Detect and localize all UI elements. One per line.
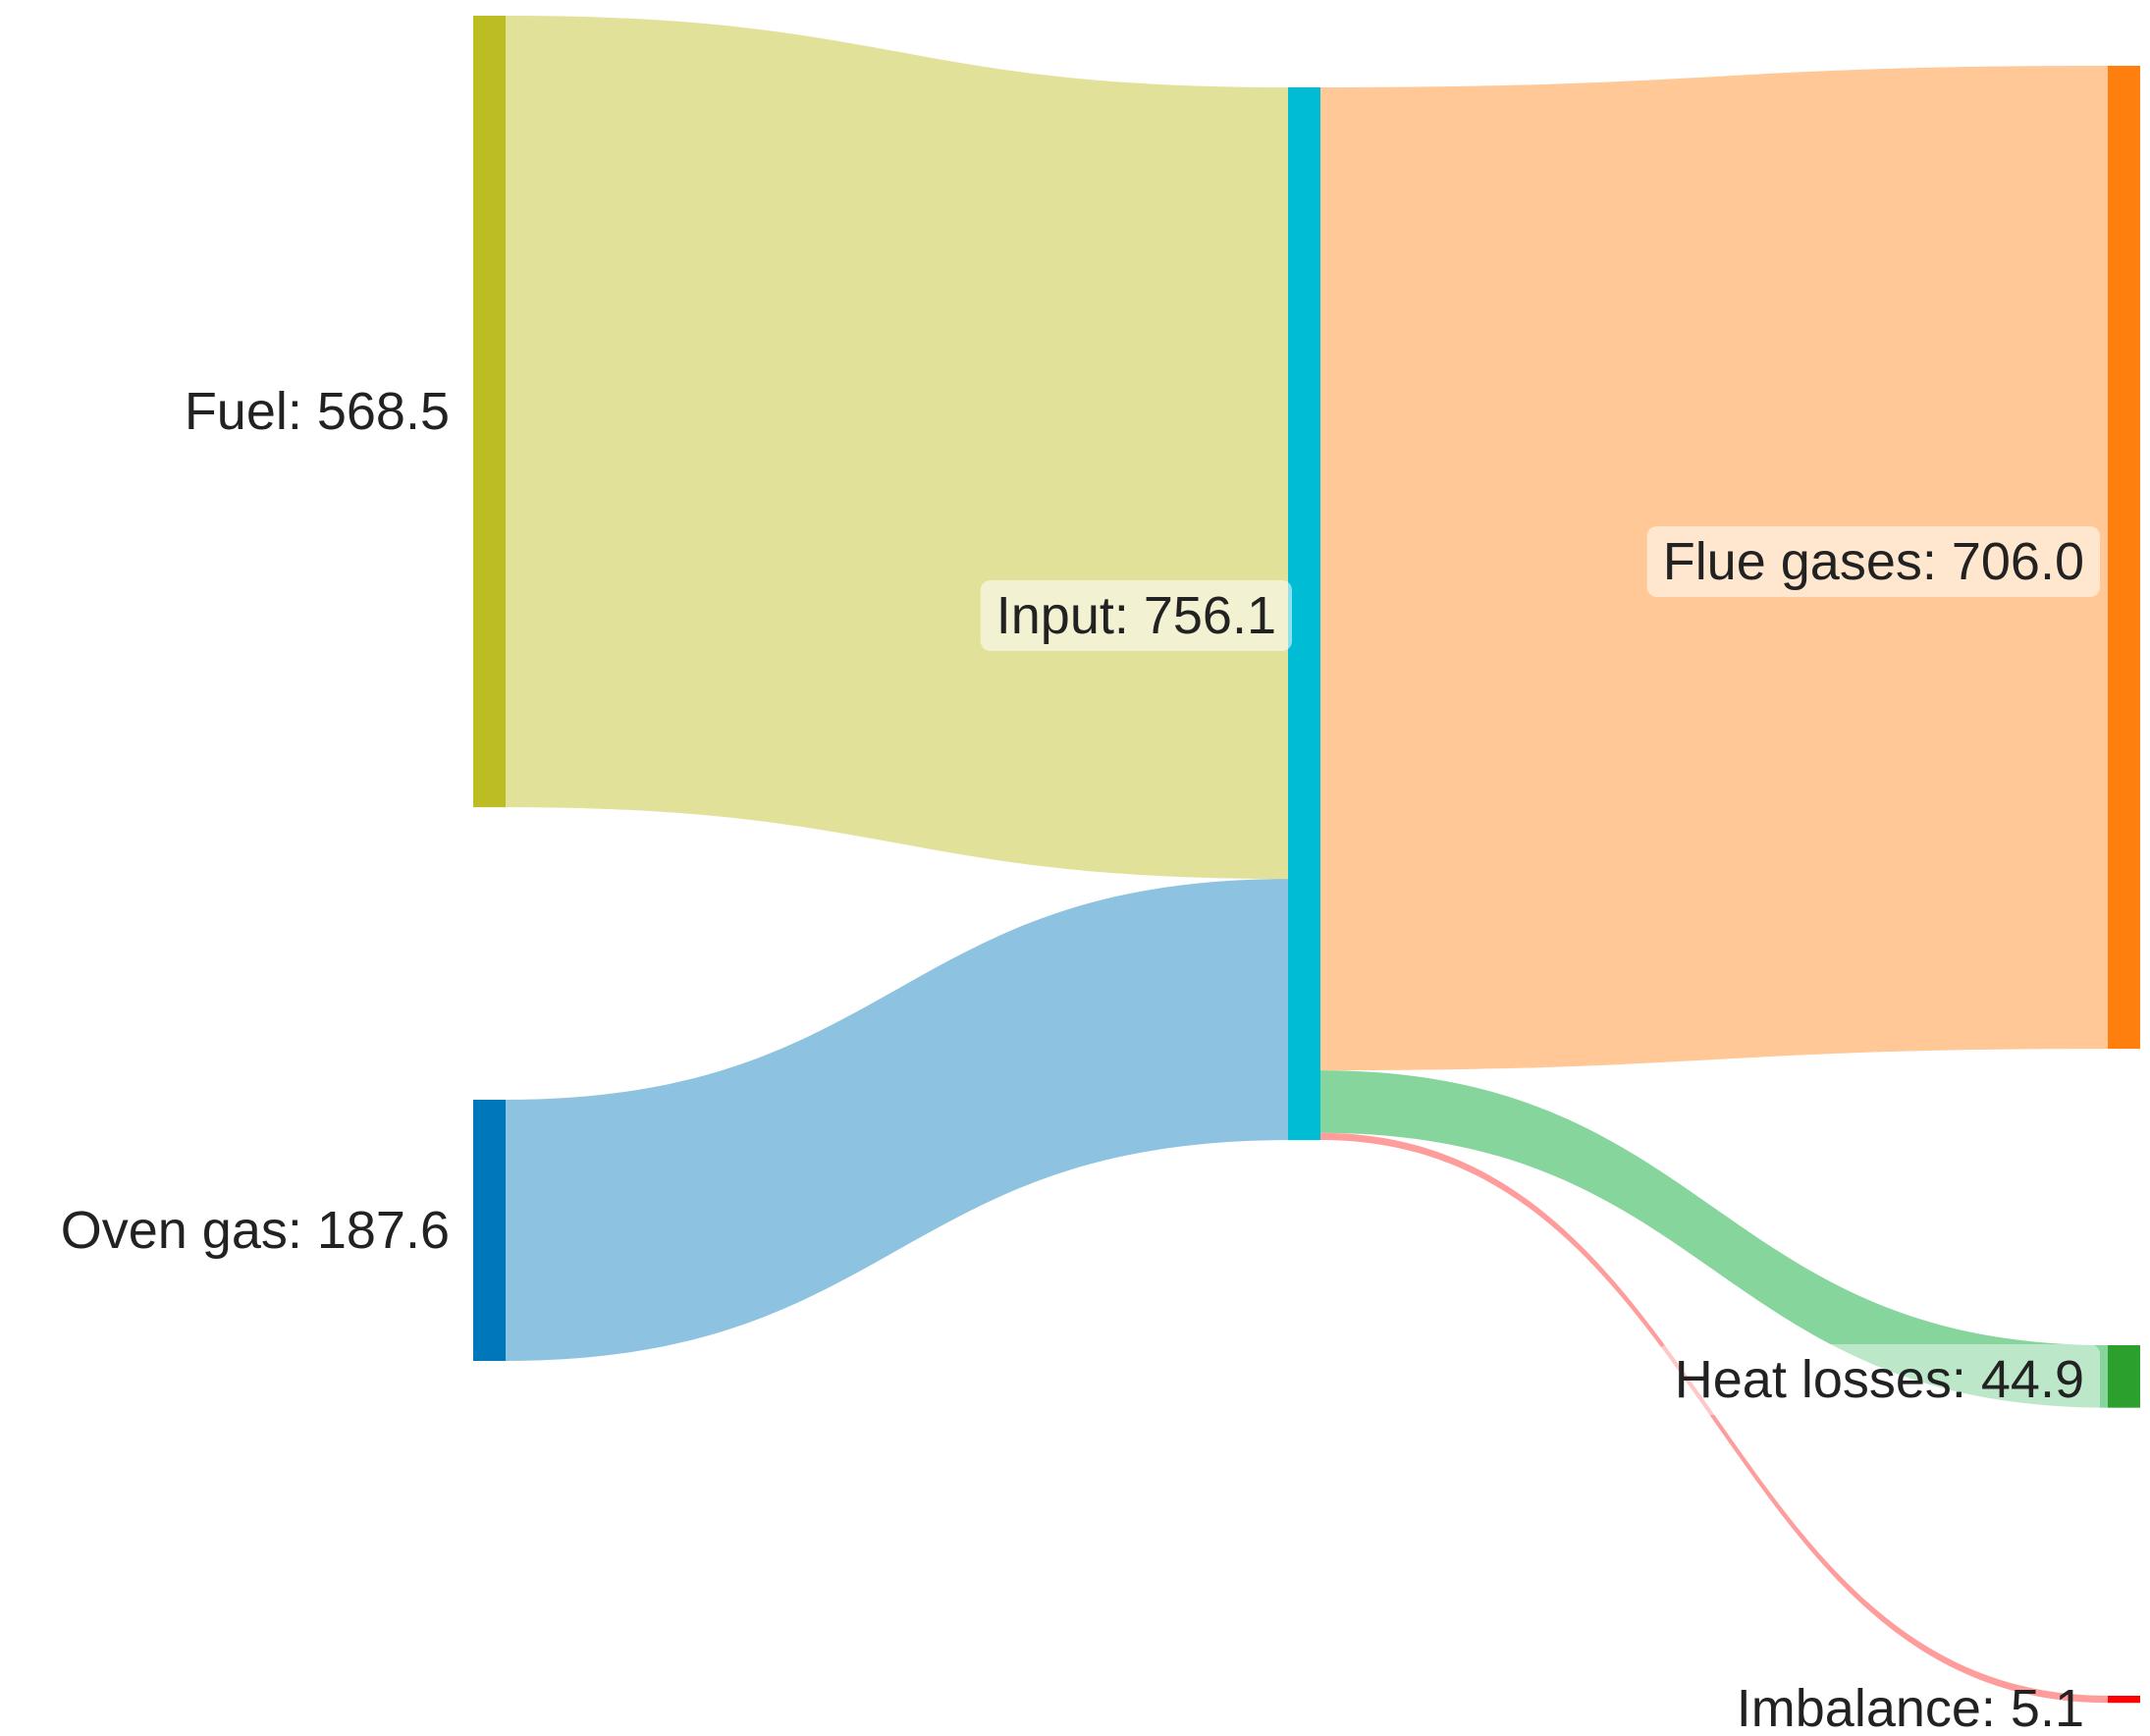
- label-bg-flue: [1646, 526, 2100, 597]
- node-fuel: [473, 16, 506, 808]
- node-input: [1288, 87, 1320, 1141]
- label-bg-input: [980, 580, 1292, 651]
- node-heat: [2108, 1345, 2140, 1408]
- label-input: Input: 756.1: [980, 580, 1292, 651]
- label-imbalance: Imbalance: 5.1: [1737, 1679, 2084, 1736]
- sankey-links: [506, 16, 2108, 1704]
- node-oven: [473, 1100, 506, 1362]
- link-fuel-to-input: [506, 16, 1288, 880]
- label-text-input: Input: 756.1: [996, 586, 1276, 645]
- label-text-heat: Heat losses: 44.9: [1675, 1350, 2084, 1409]
- label-flue: Flue gases: 706.0: [1646, 526, 2100, 597]
- label-text-imbalance: Imbalance: 5.1: [1737, 1679, 2084, 1736]
- node-flue: [2108, 66, 2140, 1050]
- label-bg-heat: [1658, 1344, 2100, 1415]
- label-heat: Heat losses: 44.9: [1658, 1344, 2100, 1415]
- sankey-nodes: [473, 16, 2140, 1704]
- link-oven-to-input: [506, 879, 1288, 1362]
- label-text-oven: Oven gas: 187.6: [61, 1201, 450, 1260]
- link-input-to-heat: [1320, 1070, 2108, 1408]
- label-oven: Oven gas: 187.6: [61, 1201, 450, 1260]
- label-fuel: Fuel: 568.5: [185, 382, 450, 441]
- label-text-fuel: Fuel: 568.5: [185, 382, 450, 441]
- node-imbalance: [2108, 1696, 2140, 1704]
- link-input-to-imbalance: [1320, 1132, 2108, 1704]
- label-text-flue: Flue gases: 706.0: [1663, 532, 2084, 591]
